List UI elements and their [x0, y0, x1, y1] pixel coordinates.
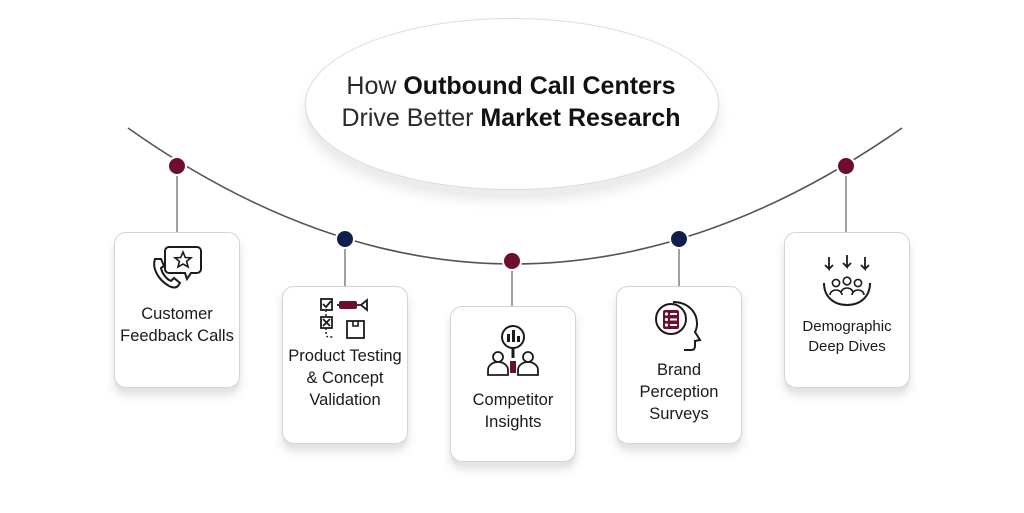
card-label: Product Testing & Concept Validation: [288, 347, 402, 409]
node-dot: [669, 229, 689, 249]
title-prefix: How: [346, 72, 404, 100]
card-label: Customer Feedback Calls: [120, 305, 234, 345]
node-dot: [335, 229, 355, 249]
card-brand-perception: Brand Perception Surveys: [616, 286, 742, 444]
title-line-2: Drive Better Market Research: [305, 102, 717, 134]
analysts-magnifier-icon: [487, 325, 539, 376]
title-ellipse: [305, 18, 719, 190]
title-prefix: Drive Better: [341, 104, 481, 132]
card-product-testing: Product Testing & Concept Validation: [282, 286, 408, 444]
checklist-package-icon: [320, 298, 368, 339]
card-label: Brand Perception Surveys: [639, 361, 719, 423]
node-dot: [502, 251, 522, 271]
card-demographic: Demographic Deep Dives: [784, 232, 910, 388]
card-label: Demographic Deep Dives: [802, 318, 892, 355]
page-title: How Outbound Call Centers Drive Better M…: [305, 70, 717, 134]
card-label: Competitor Insights: [472, 391, 554, 431]
group-arrows-down-icon: [823, 255, 871, 307]
head-profile-survey-icon: [655, 301, 702, 351]
title-bold: Outbound Call Centers: [403, 72, 676, 100]
card-customer-feedback: Customer Feedback Calls: [114, 232, 240, 388]
card-competitor-insights: Competitor Insights: [450, 306, 576, 462]
title-line-1: How Outbound Call Centers: [305, 70, 717, 102]
node-dot: [836, 156, 856, 176]
node-dot: [167, 156, 187, 176]
phone-review-star-icon: [153, 246, 202, 289]
title-bold: Market Research: [480, 104, 681, 132]
